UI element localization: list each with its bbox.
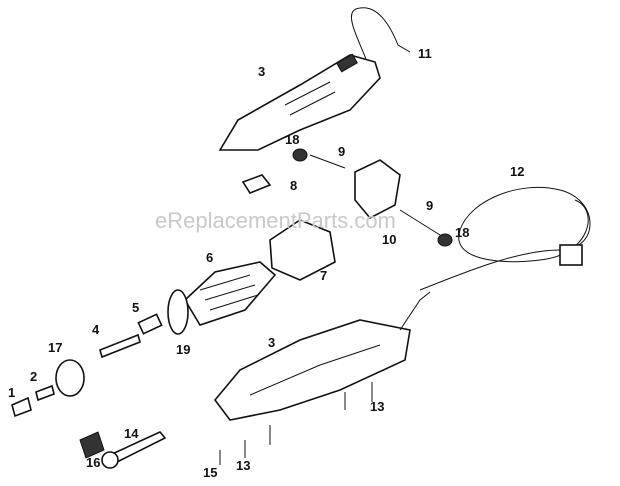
callout-3: 3 [258,64,265,79]
callout-5: 5 [132,300,139,315]
part-plug [559,244,583,266]
callout-18: 18 [285,132,299,147]
callout-7: 7 [320,268,327,283]
callout-18: 18 [455,225,469,240]
part-hang-loop [350,7,411,71]
part-brush-cap-2 [437,233,453,247]
part-brush-holder [354,159,401,220]
part-switch [241,174,272,194]
callout-8: 8 [290,178,297,193]
part-nose-cap [55,359,85,397]
callout-9: 9 [426,198,433,213]
part-shaft-lock [99,333,141,359]
part-housing-bottom [213,319,411,421]
part-collet [35,384,55,402]
callout-labels: 11 3 18 9 8 12 9 10 18 7 6 5 4 17 19 3 2… [8,46,524,480]
part-housing-top [218,54,381,151]
callout-15: 15 [203,465,217,480]
callout-6: 6 [206,250,213,265]
part-power-cord [419,186,591,291]
part-bearing [137,313,163,335]
part-keyless-chuck [79,431,105,459]
callout-3: 3 [268,335,275,350]
callout-14: 14 [124,426,139,441]
part-fan-baffle [269,219,336,281]
part-brush-cap [292,148,308,162]
callout-16: 16 [86,455,100,470]
part-collet-nut [11,396,32,418]
callout-13: 13 [370,399,384,414]
callout-13: 13 [236,458,250,473]
watermark: eReplacementParts.com [155,208,396,233]
callout-2: 2 [30,369,37,384]
callout-9: 9 [338,144,345,159]
callout-4: 4 [92,322,100,337]
callout-17: 17 [48,340,62,355]
callout-19: 19 [176,342,190,357]
part-armature-disc [167,289,189,335]
callout-12: 12 [510,164,524,179]
callout-1: 1 [8,385,15,400]
part-armature [183,261,277,326]
callout-10: 10 [382,232,396,247]
callout-11: 11 [418,46,432,61]
